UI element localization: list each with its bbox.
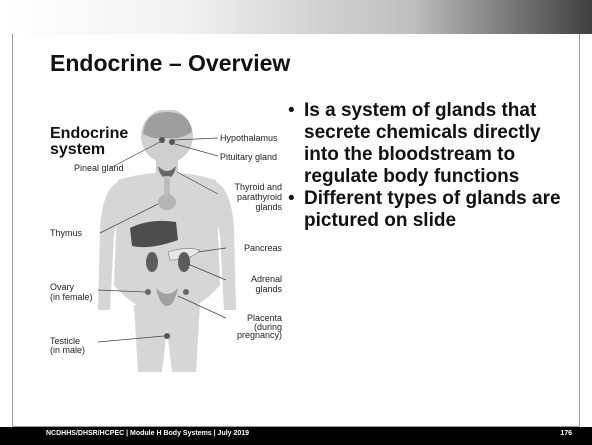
testicle-shape [164,333,170,339]
label-pituitary-gland: Pituitary gland [220,152,277,162]
diagram-heading-line1: Endocrine [50,125,128,142]
label-testicle-line2: (in male) [50,345,85,355]
label-hypothalamus: Hypothalamus [220,133,278,143]
label-pineal-gland: Pineal gland [74,163,124,173]
label-adrenal-line2: glands [255,284,282,294]
label-adrenal-line1: Adrenal [251,274,282,284]
label-pancreas: Pancreas [244,243,282,253]
bullet-item: Different types of glands are pictured o… [282,188,572,232]
kidney-right-shape [178,252,190,272]
label-thyroid-line3: glands [255,202,282,212]
label-ovary-line1: Ovary [50,282,75,292]
thymus-shape [158,194,176,210]
bullet-item: Is a system of glands that secrete chemi… [282,100,572,188]
label-thyroid-line1: Thyroid and [234,182,282,192]
footer-text: NCDHHS/DHSR/HCPEC | Module H Body System… [46,430,249,437]
ovary-right-shape [183,289,189,295]
label-thymus: Thymus [50,228,83,238]
diagram-heading-line2: system [50,141,105,158]
kidney-left-shape [146,252,158,272]
slide-top-banner [0,0,592,34]
slide-title: Endocrine – Overview [50,50,290,77]
label-ovary-line2: (in female) [50,292,93,302]
endocrine-system-diagram: Endocrine system Hypothalamus Pituitary … [50,110,282,372]
label-thyroid-line2: parathyroid [237,192,282,202]
label-placenta-line3: pregnancy) [237,330,282,340]
bullet-list: Is a system of glands that secrete chemi… [282,100,572,232]
page-number: 176 [560,430,572,437]
slide-footer: NCDHHS/DHSR/HCPEC | Module H Body System… [0,427,592,445]
